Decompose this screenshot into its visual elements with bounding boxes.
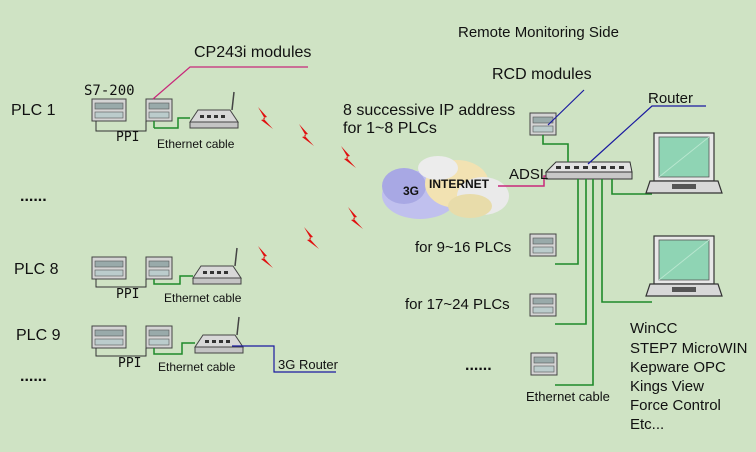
software-item: Kepware OPC (630, 359, 726, 376)
ethernet-cable-label: Ethernet cable (158, 360, 236, 374)
laptop-icon (645, 132, 723, 194)
wireless-signal-icon (304, 227, 319, 249)
software-item: Kings View (630, 378, 704, 395)
router-3g (194, 316, 244, 354)
plc-label: PLC 9 (16, 327, 61, 344)
ellipsis: ...... (20, 188, 47, 205)
plc-row-9 (91, 316, 244, 357)
plc-row-1 (91, 91, 239, 132)
ethernet-cable-remote-label: Ethernet cable (526, 389, 610, 404)
software-item: Etc... (630, 416, 665, 433)
range-17-24-label: for 17~24 PLCs (405, 296, 510, 313)
router-3g (189, 91, 239, 129)
ellipsis: ...... (20, 368, 47, 385)
wireless-signal-icon (341, 146, 356, 168)
cp243i-callout (152, 66, 308, 100)
wireless-signal-icon (258, 246, 273, 268)
ip-address-line2: for 1~8 PLCs (343, 120, 437, 137)
s7-200-label: S7-200 (84, 83, 135, 99)
plc-label: PLC 8 (14, 261, 59, 278)
router-3g (192, 247, 242, 285)
rcd-modules-label: RCD modules (492, 66, 592, 83)
adsl-label: ADSL (509, 166, 549, 183)
ellipsis: ...... (465, 357, 492, 374)
rcd-callout (547, 89, 585, 126)
software-item: WinCC (630, 320, 678, 337)
cp243i-module (145, 98, 173, 122)
laptop-icon (645, 235, 723, 297)
plc-label: PLC 1 (11, 102, 56, 119)
rcd-module (529, 233, 557, 257)
ip-address-line1: 8 successive IP address (343, 102, 516, 119)
router-label: Router (648, 90, 694, 107)
wireless-signal-icon (299, 124, 314, 146)
cloud-3g-label: 3G (403, 184, 420, 198)
3g-router-callout (232, 345, 336, 373)
3g-router-label: 3G Router (278, 357, 338, 372)
remote-ethernet-cables (542, 135, 652, 386)
rcd-module (529, 293, 557, 317)
rcd-module (529, 112, 557, 136)
s7-200-plc (91, 256, 127, 280)
s7-200-plc (91, 98, 127, 122)
ethernet-cable (153, 275, 193, 285)
ethernet-cable-label: Ethernet cable (157, 137, 235, 151)
software-item: Force Control (630, 397, 721, 414)
software-item: STEP7 MicroWIN (630, 340, 748, 357)
ppi-label: PPI (116, 130, 140, 145)
ppi-cable (95, 348, 147, 357)
range-9-16-label: for 9~16 PLCs (415, 239, 512, 256)
wireless-signal-icon (258, 107, 273, 129)
ethernet-cable (153, 342, 195, 355)
internet-cloud (382, 156, 509, 219)
s7-200-plc (91, 325, 127, 349)
ethernet-cable-label: Ethernet cable (164, 291, 242, 305)
cp243i-label: CP243i modules (194, 44, 312, 61)
switch-router (544, 161, 633, 180)
rcd-module (530, 352, 558, 376)
ppi-cable (95, 121, 147, 132)
ppi-label: PPI (116, 287, 140, 302)
cp243i-module (145, 325, 173, 349)
ethernet-cable (154, 117, 190, 129)
plc-row-8 (91, 247, 242, 288)
cp243i-module (145, 256, 173, 280)
router-callout (587, 105, 706, 165)
remote-side-title: Remote Monitoring Side (458, 24, 619, 41)
wireless-signal-icon (348, 207, 363, 229)
ppi-label: PPI (118, 356, 142, 371)
ppi-cable (95, 279, 147, 288)
cloud-internet-label: INTERNET (429, 177, 489, 191)
